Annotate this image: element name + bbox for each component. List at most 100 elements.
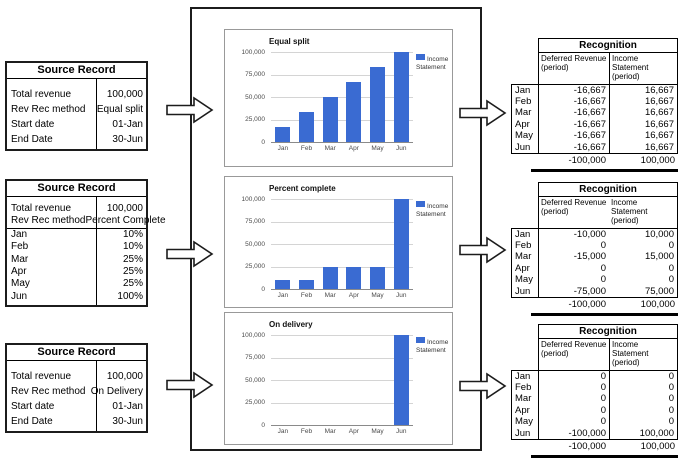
- field-value: 25%: [122, 265, 143, 277]
- y-axis-tick-label: 0: [261, 421, 265, 429]
- field-label: May: [11, 278, 30, 290]
- totals-label-spacer: [511, 298, 538, 312]
- gridline: [271, 97, 413, 98]
- bar-jun: [393, 52, 409, 142]
- gridline: [271, 402, 413, 404]
- column-header-spacer: [511, 197, 538, 229]
- y-axis-tick-label: 100,000: [241, 195, 266, 203]
- legend-label: Income Statement: [416, 203, 449, 218]
- field-value: 01-Jan: [112, 401, 143, 412]
- deferred-revenue-total: -100,000: [568, 155, 606, 166]
- totals-label-spacer: [511, 440, 538, 454]
- deferred-revenue-total: -100,000: [568, 441, 606, 452]
- row-label: Apr: [511, 262, 538, 275]
- y-axis-tick-label: 50,000: [245, 376, 265, 384]
- bar-slot: [271, 52, 295, 142]
- x-axis-tick-label: Jan: [277, 428, 289, 435]
- legend-swatch-icon: [416, 201, 425, 207]
- plot-grid: [271, 335, 413, 426]
- source-record-title: Source Record: [7, 345, 146, 361]
- income-statement-value: 16,667: [609, 130, 678, 142]
- row-label: Feb: [511, 381, 538, 394]
- income-statement-value: 0: [609, 416, 678, 428]
- y-axis-tick-label: 50,000: [245, 240, 265, 248]
- gridline: [271, 335, 413, 336]
- field-value: 30-Jun: [112, 134, 143, 145]
- bar-mar: [322, 97, 338, 142]
- income-statement-total: 100,000: [640, 441, 675, 452]
- bar-slot: [318, 335, 342, 425]
- y-axis-tick-label: 100,000: [241, 331, 266, 339]
- x-axis-tick-label: May: [371, 145, 384, 152]
- bars-row: [271, 199, 413, 289]
- field-value: 10%: [122, 241, 143, 253]
- deferred-revenue-value: -15,000: [538, 251, 609, 263]
- bar-slot: [366, 52, 390, 142]
- source-record-row: Apr 25%: [7, 266, 146, 278]
- field-value: 25%: [122, 253, 143, 265]
- totals-label-spacer: [511, 154, 538, 168]
- y-axis-tick-label: 75,000: [245, 71, 265, 78]
- x-axis-tick-label: Jun: [395, 292, 407, 299]
- deferred-revenue-value: -16,667: [538, 107, 609, 119]
- row-label: Mar: [511, 107, 538, 119]
- deferred-revenue-total: -100,000: [568, 299, 606, 310]
- y-axis-tick-label: 75,000: [245, 354, 265, 361]
- deferred-revenue-value: -10,000: [538, 228, 609, 240]
- legend-swatch-icon: [416, 54, 425, 60]
- chart-title: Equal split: [269, 37, 310, 46]
- deferred-revenue-value: 0: [538, 393, 609, 405]
- field-value: 01-Jan: [112, 119, 143, 130]
- flow-arrow-right-1: [459, 99, 507, 127]
- field-value: 100,000: [106, 89, 143, 100]
- bar-slot: [389, 52, 413, 142]
- gridline: [271, 357, 413, 359]
- y-axis-tick-label: 25,000: [245, 263, 265, 270]
- x-axis-tick-label: Jan: [277, 292, 289, 299]
- field-value: 30-Jun: [112, 416, 143, 427]
- bar-jan: [275, 127, 291, 142]
- income-statement-value: 0: [609, 274, 678, 286]
- bar-slot: [295, 199, 319, 289]
- deferred-revenue-value: 0: [538, 416, 609, 428]
- deferred-revenue-value: 0: [538, 262, 609, 275]
- y-axis-tick-label: 100,000: [241, 48, 266, 56]
- bar-slot: [295, 335, 319, 425]
- recognition-label-spacer: [511, 38, 538, 53]
- income-statement-value: 100,000: [609, 427, 678, 440]
- field-value: 10%: [122, 228, 143, 240]
- table-column-divider: [96, 361, 97, 431]
- field-label: End Date: [11, 416, 53, 427]
- flow-arrow-right-3: [459, 372, 507, 400]
- source-record-row: End Date 30-Jun: [7, 414, 146, 429]
- x-axis-tick-label: Mar: [324, 428, 336, 435]
- field-label: Rev Rec method: [11, 215, 86, 227]
- field-value: 100%: [117, 290, 143, 302]
- column-header-deferred-revenue: Deferred Revenue (period): [538, 53, 609, 85]
- x-axis-line: [271, 289, 413, 290]
- bar-slot: [318, 199, 342, 289]
- field-label: Mar: [11, 253, 29, 265]
- x-axis-line: [271, 142, 413, 143]
- bars-row: [271, 52, 413, 142]
- deferred-revenue-value: 0: [538, 381, 609, 394]
- chart-legend: Income Statement: [416, 54, 450, 72]
- income-statement-value: 16,667: [609, 118, 678, 131]
- x-axis-tick-label: Jun: [395, 428, 407, 435]
- income-statement-value: 16,667: [609, 141, 678, 154]
- gridline: [271, 52, 413, 53]
- column-header-income-statement: Income Statement (period): [609, 339, 678, 371]
- x-axis-tick-label: Jun: [395, 145, 407, 152]
- field-label: Apr: [11, 265, 27, 277]
- bar-slot: [271, 335, 295, 425]
